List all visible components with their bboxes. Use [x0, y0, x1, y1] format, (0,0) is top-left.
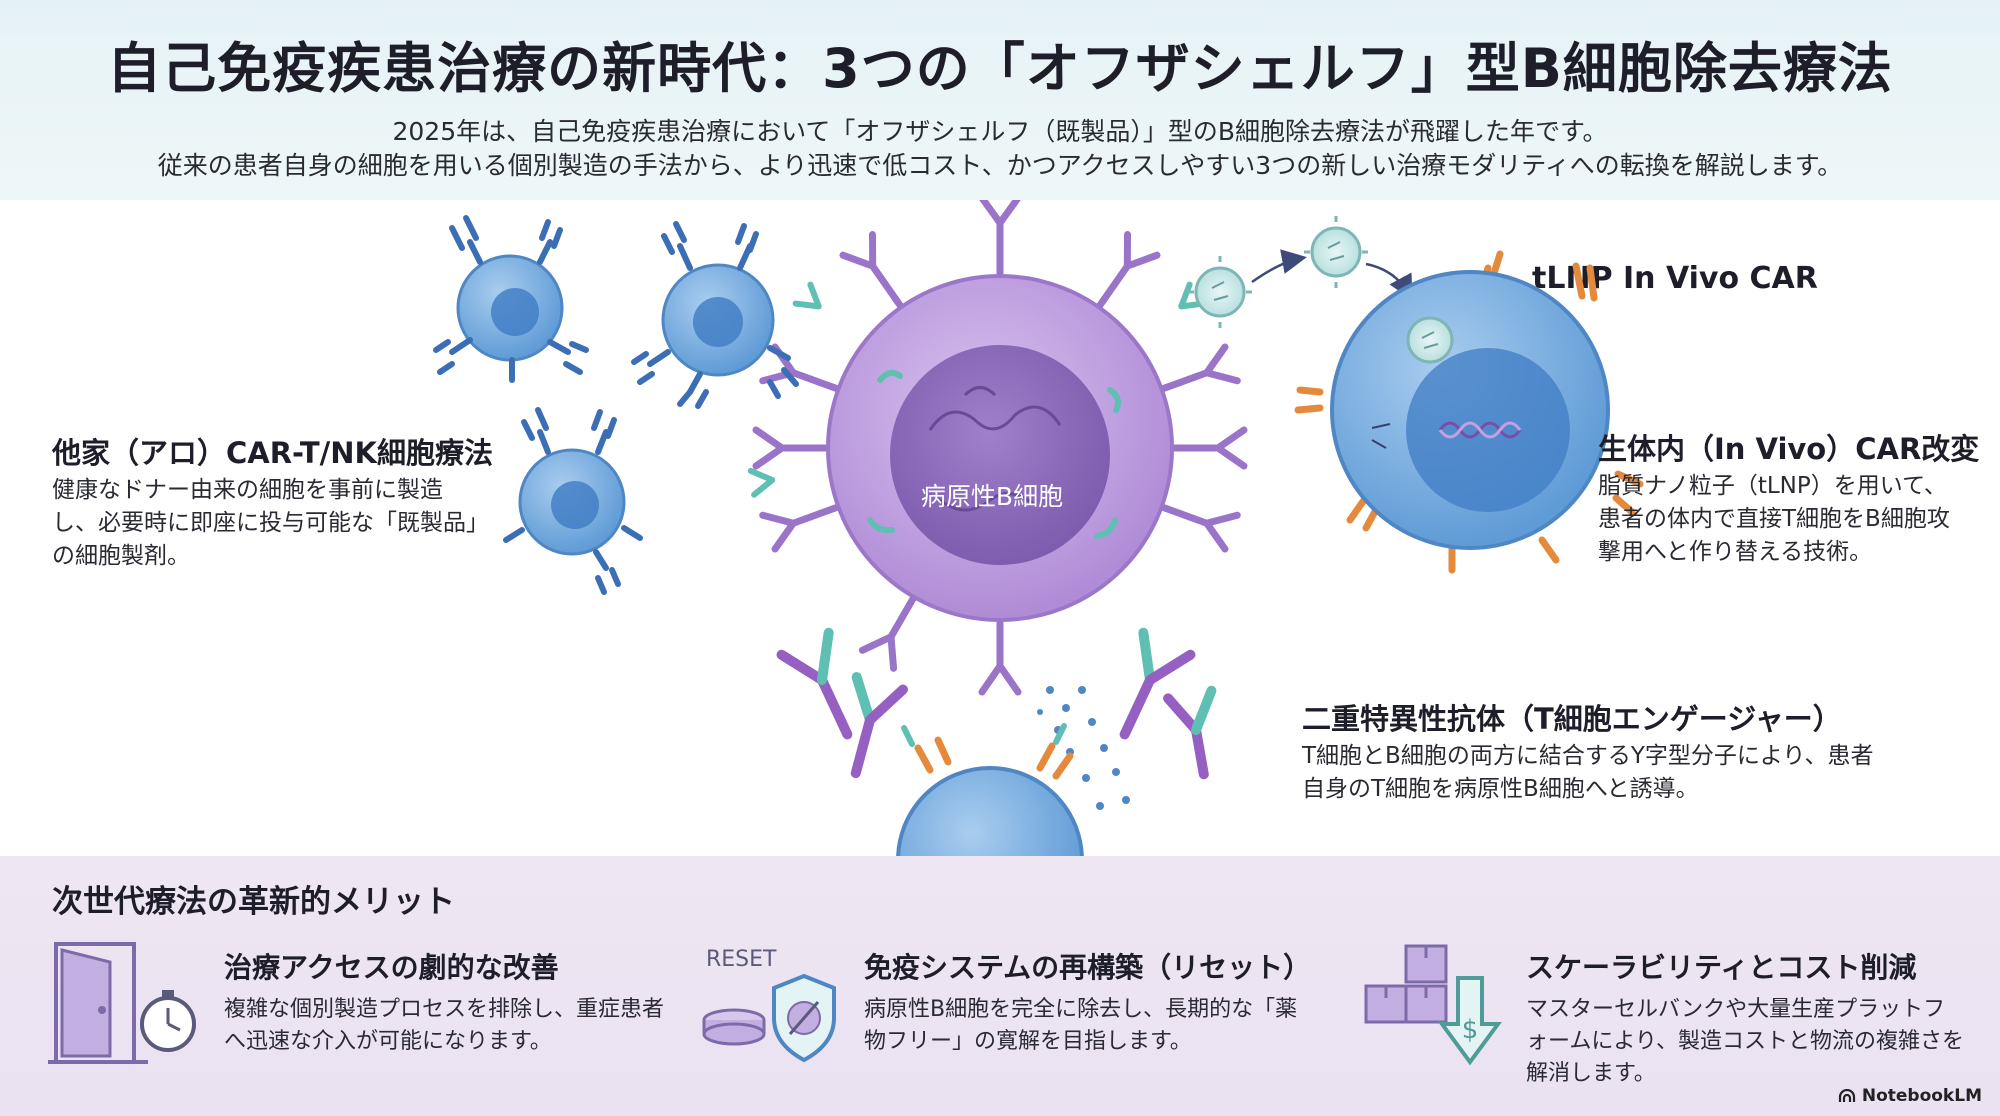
allo-cell-3 — [503, 407, 643, 595]
allo-title: 他家（アロ）CAR-T/NK細胞療法 — [52, 436, 493, 470]
brand-mark: NotebookLM — [1838, 1086, 1982, 1106]
tlnp-particles — [1188, 216, 1413, 328]
bispecific-title: 二重特異性抗体（T細胞エンゲージャー） — [1302, 702, 1842, 736]
boxes-cost-down-icon: $ — [1364, 944, 1502, 1066]
merit-access-body: 複雑な個別製造プロセスを排除し、重症患者へ迅速な介入が可能になります。 — [224, 997, 665, 1054]
page-title: 自己免疫疾患治療の新時代：3つの「オフザシェルフ」型B細胞除去療法 — [107, 37, 1893, 100]
merits-title: 次世代療法の革新的メリット — [52, 884, 455, 920]
merit-access-title: 治療アクセスの劇的な改善 — [224, 951, 559, 984]
allo-body: 健康なドナー由来の細胞を事前に製造し、必要時に即座に投与可能な「既製品」の細胞製… — [52, 477, 478, 569]
patient-t-cell — [896, 723, 1084, 856]
therapy-illustration: 病原性B細胞 — [433, 200, 1818, 856]
brand-text: NotebookLM — [1861, 1086, 1982, 1106]
reset-icon-text: RESET — [706, 947, 777, 972]
reset-shield-icon: RESET — [702, 947, 836, 1063]
merit-reset-body: 病原性B細胞を完全に除去し、長期的な「薬物フリー」の寛解を目指します。 — [864, 997, 1298, 1054]
merit-scalability-title: スケーラビリティとコスト削減 — [1526, 951, 1917, 984]
header-banner: 自己免疫疾患治療の新時代：3つの「オフザシェルフ」型B細胞除去療法 2025年は… — [0, 0, 2000, 200]
pathogenic-b-cell: 病原性B細胞 — [747, 200, 1248, 696]
invivo-body: 脂質ナノ粒子（tLNP）を用いて、患者の体内で直接T細胞をB細胞攻撃用へと作り替… — [1598, 473, 1950, 565]
allo-cell-2 — [631, 221, 799, 409]
door-stopwatch-icon — [48, 942, 196, 1064]
invivo-title: 生体内（In Vivo）CAR改変 — [1598, 432, 1980, 466]
merits-panel: 次世代療法の革新的メリット 治療アクセスの劇的な改善 複雑な個別製造プロセスを排… — [0, 856, 2000, 1116]
in-vivo-t-cell — [1294, 250, 1644, 574]
bispecific-body: T細胞とB細胞の両方に結合するY字型分子により、患者自身のT細胞を病原性B細胞へ… — [1302, 743, 1874, 802]
merit-reset-title: 免疫システムの再構築（リセット） — [864, 951, 1312, 984]
allo-car-t-cells — [433, 215, 799, 595]
b-cell-label: 病原性B細胞 — [921, 482, 1063, 511]
allo-cell-1 — [433, 215, 589, 383]
bispecific-antibodies — [776, 627, 1217, 810]
subtitle-line-2: 従来の患者自身の細胞を用いる個別製造の手法から、より迅速で低コスト、かつアクセス… — [157, 151, 1843, 180]
notebooklm-logo-icon — [1838, 1089, 1855, 1102]
merit-scalability-body: マスターセルバンクや大量生産プラットフォームにより、製造コストと物流の複雑さを解… — [1526, 997, 1965, 1086]
dollar-symbol: $ — [1462, 1015, 1479, 1045]
subtitle-line-1: 2025年は、自己免疫疾患治療において「オフザシェルフ（既製品）」型のB細胞除去… — [392, 117, 1608, 146]
